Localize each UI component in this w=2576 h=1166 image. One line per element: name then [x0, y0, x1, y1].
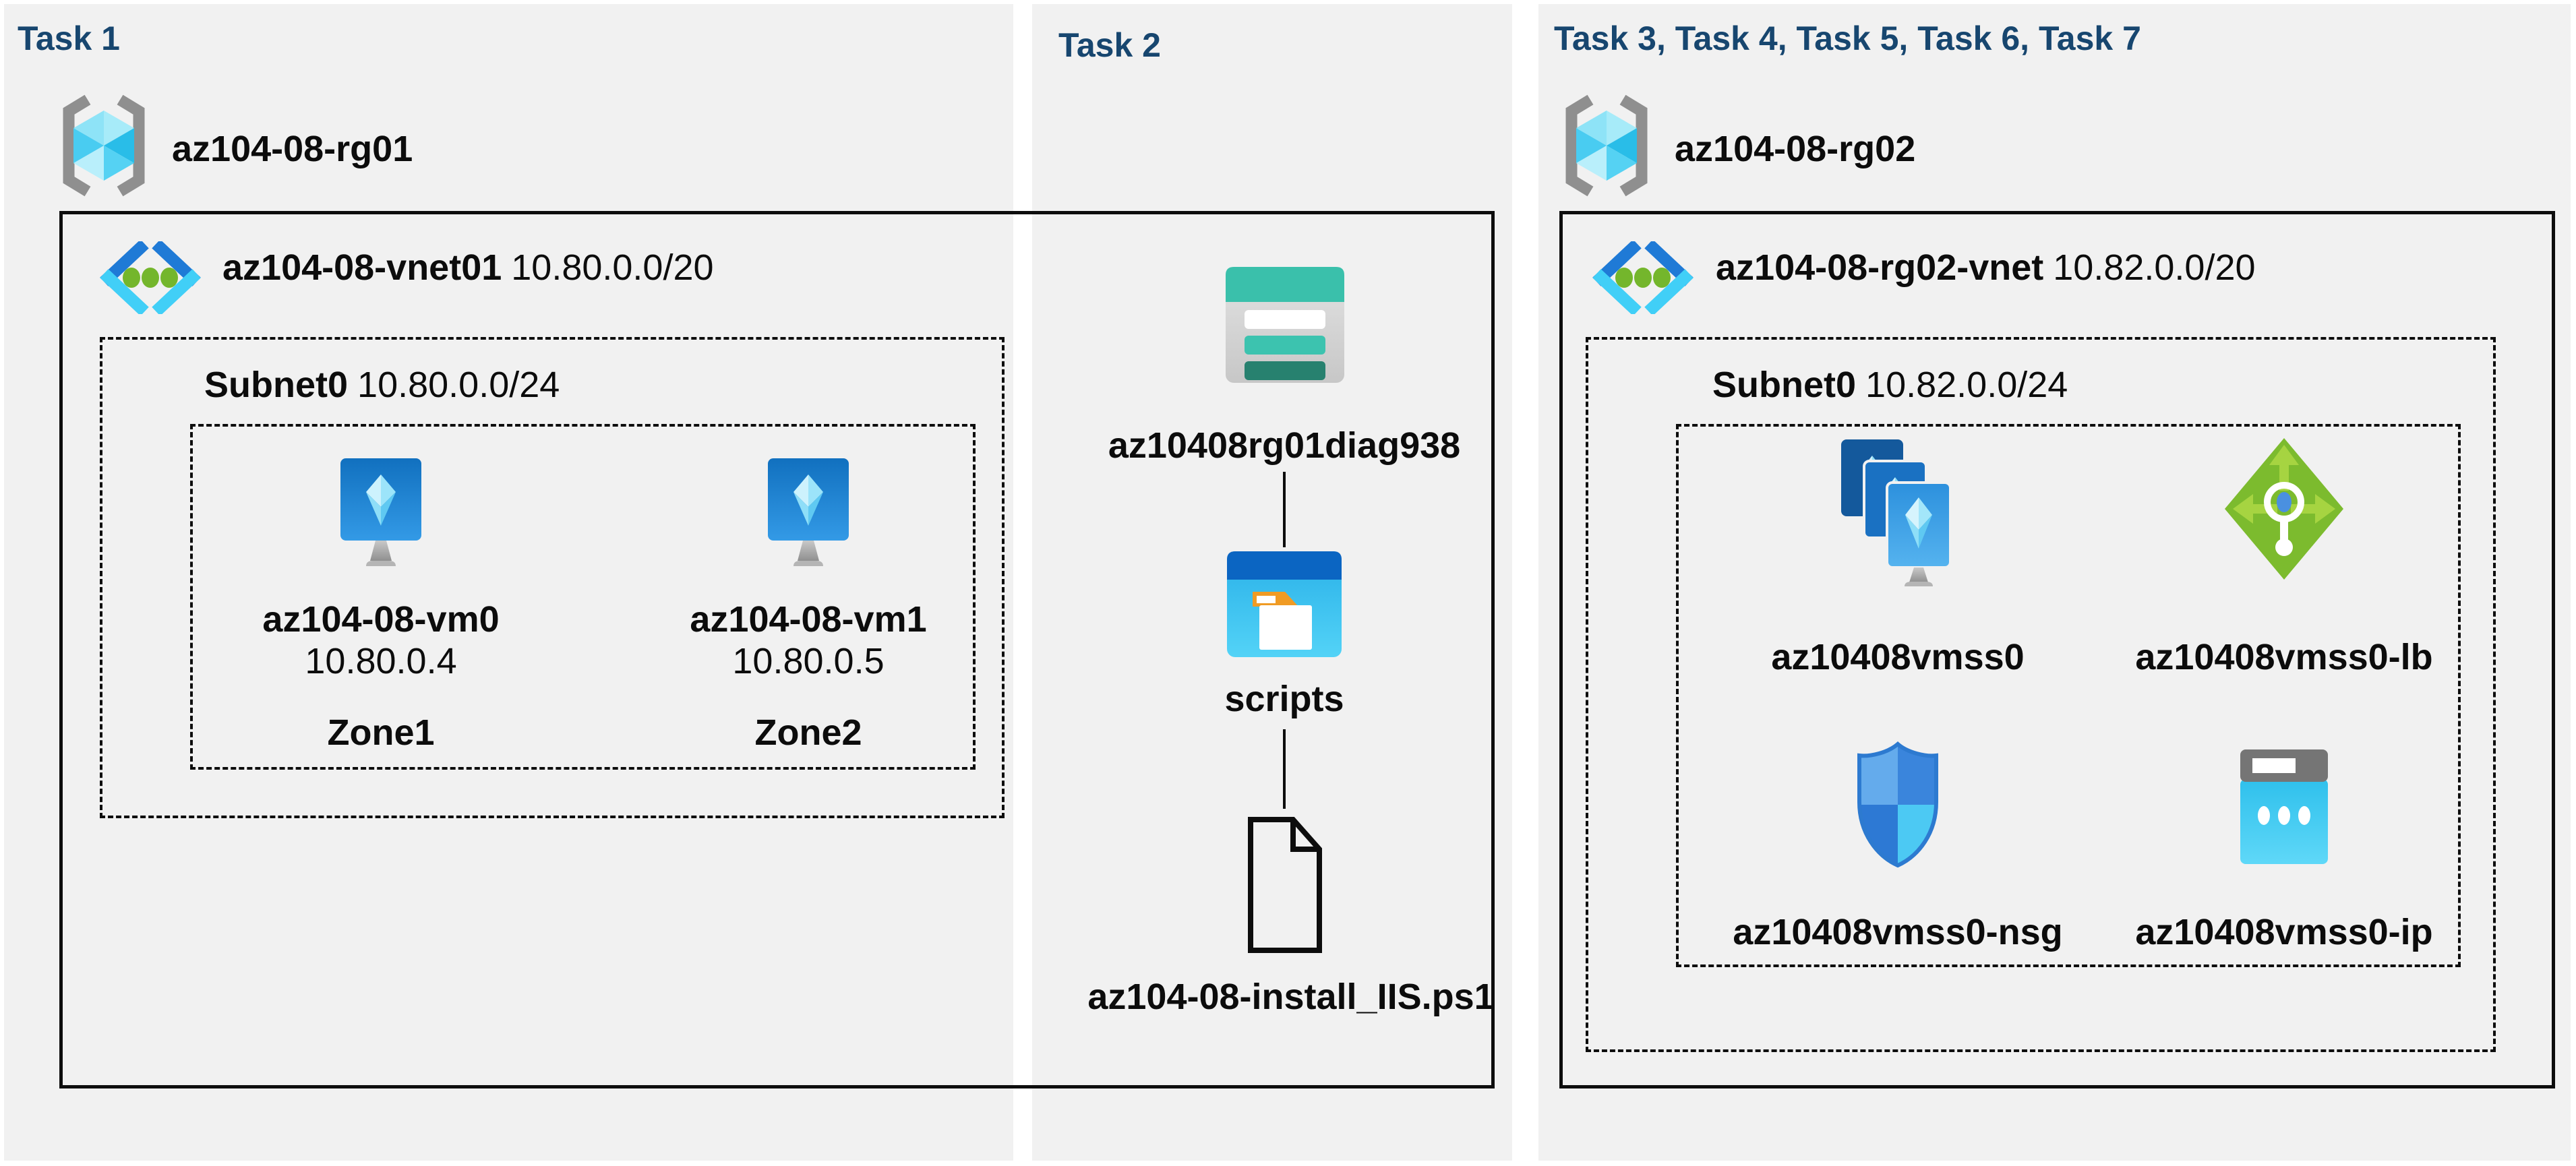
vm0-ip: 10.80.0.4 [305, 641, 457, 681]
vm1-zone: Zone2 [754, 712, 862, 753]
rg01-label: az104-08-rg01 [172, 129, 413, 169]
vnet02-name: az104-08-rg02-vnet [1716, 247, 2044, 288]
vnet01-name: az104-08-vnet01 [222, 247, 502, 288]
script-file-label: az104-08-install_IIS.ps1 [1087, 977, 1495, 1017]
storage-account-label: az10408rg01diag938 [1108, 425, 1461, 466]
vm0-name: az104-08-vm0 [262, 599, 500, 640]
subnet0-left-name: Subnet0 [204, 365, 349, 405]
vm1-ip: 10.80.0.5 [732, 641, 885, 681]
task1-header: Task 1 [18, 20, 120, 57]
vnet01-cidr: 10.80.0.0/20 [511, 247, 714, 288]
scripts-container-icon [1227, 551, 1342, 661]
panel-task3 [1538, 4, 2571, 1161]
vmss-resources-box [1676, 424, 2461, 967]
vnet02-cidr: 10.82.0.0/20 [2053, 247, 2256, 288]
vm1-name: az104-08-vm1 [690, 599, 927, 640]
vm-zone-box [190, 424, 976, 770]
virtual-machine-icon [334, 458, 428, 575]
vnet02-boundary-box [1559, 211, 2555, 1088]
resource-group-icon [59, 93, 148, 202]
task3-header: Task 3, Task 4, Task 5, Task 6, Task 7 [1554, 20, 2141, 57]
virtual-network-icon [100, 239, 201, 317]
panel-task1 [4, 4, 1013, 1161]
vnet01-boundary-box [59, 211, 1495, 1088]
subnet0-left-cidr: 10.80.0.0/24 [357, 365, 560, 405]
public-ip-icon [2234, 749, 2335, 867]
subnet0-right-cidr: 10.82.0.0/24 [1865, 365, 2068, 405]
resource-group-icon [1562, 93, 1651, 202]
connector-scripts-file [1283, 729, 1286, 809]
vm0-zone: Zone1 [327, 712, 435, 753]
subnet0-box-left [100, 337, 1005, 818]
rg02-label: az104-08-rg02 [1675, 129, 1916, 169]
storage-account-icon [1226, 267, 1344, 386]
lb-label: az10408vmss0-lb [2135, 637, 2433, 677]
task2-header: Task 2 [1058, 26, 1161, 64]
script-file-icon [1246, 817, 1324, 956]
nsg-label: az10408vmss0-nsg [1733, 912, 2063, 952]
network-security-group-icon [1853, 741, 1944, 871]
vmss-label: az10408vmss0 [1771, 637, 2025, 677]
virtual-machine-icon [761, 458, 856, 575]
load-balancer-icon [2225, 438, 2343, 583]
connector-storage-scripts [1283, 472, 1286, 547]
subnet0-right-name: Subnet0 [1712, 365, 1857, 405]
ip-label: az10408vmss0-ip [2135, 912, 2433, 952]
subnet0-box-right [1586, 337, 2496, 1052]
virtual-network-icon [1592, 239, 1694, 317]
scripts-container-label: scripts [1224, 679, 1344, 719]
vm-scale-set-icon [1838, 439, 1957, 590]
